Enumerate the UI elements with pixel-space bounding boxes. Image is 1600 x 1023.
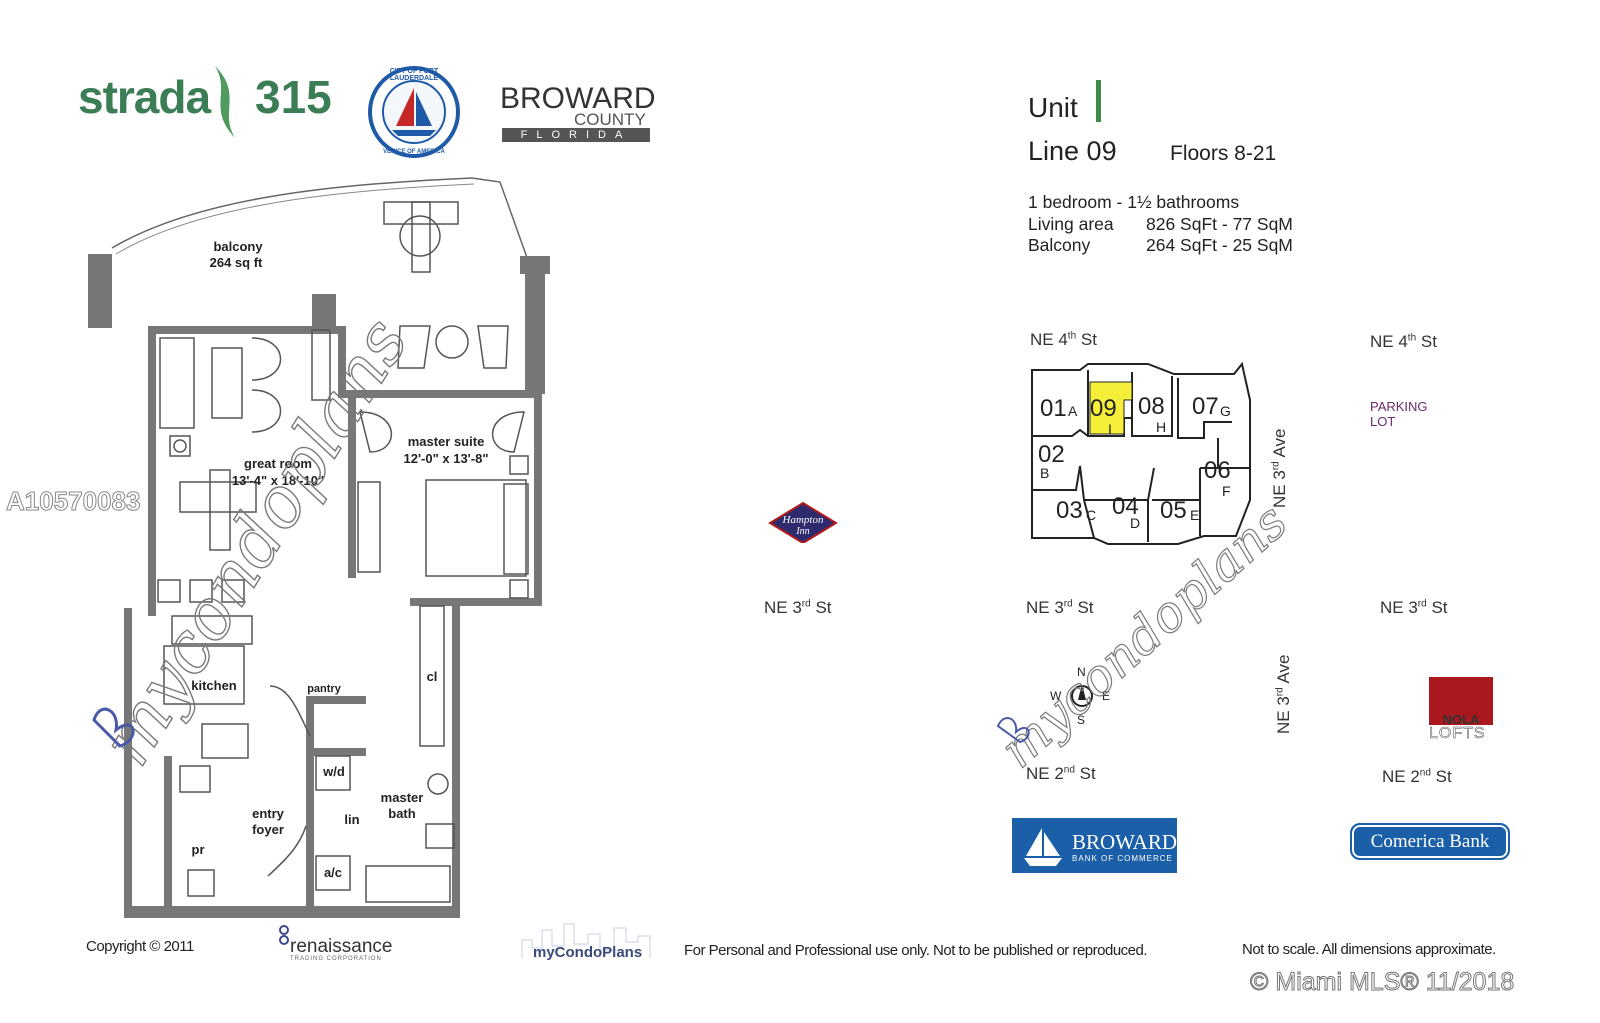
compass-n: N	[1077, 665, 1086, 679]
street-ne2-right: NE 2nd St	[1382, 767, 1452, 786]
unit-letter-f: F	[1222, 483, 1231, 499]
unit-letter-bar	[1096, 80, 1101, 122]
label-master-bath-1: master	[381, 790, 424, 805]
unit-letter-e: E	[1190, 507, 1199, 523]
label-balcony-size: 264 sq ft	[210, 255, 263, 270]
nola-text: NOLA	[1442, 712, 1480, 727]
unit-label: Unit	[1028, 92, 1078, 123]
renaissance-subtext: TRADING CORPORATION	[290, 956, 382, 962]
compass-s: S	[1077, 713, 1085, 727]
label-entry-2: foyer	[252, 822, 284, 837]
unit-02: 02	[1038, 441, 1065, 468]
label-master-bath-2: bath	[388, 806, 416, 821]
seal-bottom-text: VENICE OF AMERICA	[383, 149, 445, 155]
unit-letter-c: C	[1086, 507, 1096, 523]
hampton-text: Hampton	[782, 514, 824, 526]
unit-03: 03	[1056, 497, 1083, 524]
strada-swoosh-icon	[215, 66, 235, 138]
balcony-label: Balcony	[1028, 235, 1091, 255]
label-great-room: great room	[244, 456, 312, 471]
unit-specs: 1 bedroom - 1½ bathrooms Living area 826 …	[1028, 192, 1293, 257]
broward-county-logo: BROWARD COUNTY FLORIDA	[500, 82, 656, 144]
line-label: Line 09	[1028, 136, 1117, 166]
broward-county-text: COUNTY	[574, 110, 646, 129]
unit-07: 07	[1192, 393, 1219, 420]
scale-disclaimer: Not to scale. All dimensions approximate…	[1242, 941, 1496, 958]
unit-06: 06	[1204, 457, 1231, 484]
street-ne3-mid: NE 3rd St	[1026, 598, 1094, 617]
label-balcony: balcony	[213, 239, 263, 254]
label-kitchen: kitchen	[191, 678, 237, 693]
label-master-suite-size: 12'-0" x 13'-8"	[403, 451, 488, 466]
label-pantry: pantry	[307, 683, 342, 695]
bedrooms-text: 1 bedroom - 1½ bathrooms	[1028, 192, 1240, 212]
lofts-text: LOFTS	[1429, 725, 1486, 743]
label-entry-1: entry	[252, 806, 285, 821]
unit-04: 04	[1112, 493, 1139, 520]
broward-title: BROWARD	[500, 82, 656, 115]
broward-bank-logo: BROWARD BANK OF COMMERCE	[1012, 818, 1177, 873]
comerica-text: Comerica Bank	[1370, 831, 1490, 852]
label-powder-room: pr	[192, 842, 205, 857]
watermark-text-left: mycondoplans	[85, 304, 424, 779]
unit-letter-h: H	[1156, 419, 1166, 435]
hampton-inn-logo: Hampton Inn	[768, 501, 838, 543]
living-area-label: Living area	[1028, 213, 1114, 234]
label-master-suite: master suite	[408, 434, 485, 449]
floors-label: Floors 8-21	[1170, 142, 1277, 165]
broward-bank-title: BROWARD	[1072, 830, 1178, 854]
watermark-text-right: mycondoplans	[990, 492, 1298, 778]
street-ne4-left: NE 4th St	[1030, 330, 1097, 349]
living-area-value: 826 SqFt - 77 SqM	[1146, 213, 1293, 234]
label-linen: lin	[344, 812, 359, 827]
unit-01: 01	[1040, 395, 1067, 422]
renaissance-icon	[279, 925, 289, 945]
unit-letter-i: I	[1108, 421, 1112, 437]
usage-disclaimer: For Personal and Professional use only. …	[684, 942, 1148, 959]
fort-lauderdale-seal: CITY OF FORT LAUDERDALE VENICE OF AMERIC…	[368, 66, 460, 158]
mycondoplans-watermark-left: mycondoplans	[84, 303, 425, 780]
seal-top-text: CITY OF FORT LAUDERDALE	[389, 68, 439, 82]
unit-letter-d: D	[1130, 515, 1140, 531]
skyline-icon	[521, 923, 651, 958]
unit-05: 05	[1160, 497, 1187, 524]
street-ne4-right: NE 4th St	[1370, 332, 1437, 351]
building-site-plan: 01 A 09 I 08 H 07 G 02 B 06 F 03 C 04 D …	[1031, 361, 1251, 545]
renaissance-logo: renaissance TRADING CORPORATION	[276, 924, 406, 964]
strada-logo-number: 315	[255, 71, 332, 123]
unit-letter-g: G	[1220, 403, 1231, 419]
unit-letter-b: B	[1040, 465, 1049, 481]
floor-plan: balcony 264 sq ft great room 13'-4" x 18…	[88, 177, 550, 918]
compass-e: E	[1102, 689, 1110, 703]
listing-id-watermark: A10570083	[5, 486, 141, 517]
label-ac: a/c	[324, 865, 342, 880]
inn-text: Inn	[795, 526, 809, 537]
nola-lofts-logo: NOLA LOFTS	[1429, 677, 1493, 743]
street-ne2-left: NE 2nd St	[1026, 764, 1096, 783]
compass-icon: N S E W	[1050, 665, 1110, 727]
label-great-room-size: 13'-4" x 18'-10"	[232, 473, 324, 488]
broward-state-text: FLORIDA	[502, 128, 650, 142]
sailboat-icon	[392, 88, 436, 136]
renaissance-text: renaissance	[290, 936, 393, 957]
strada-logo-text: strada	[78, 71, 211, 123]
street-ne3-left: NE 3rd St	[764, 598, 832, 617]
label-closet: cl	[427, 669, 438, 684]
street-ne3-right: NE 3rd St	[1380, 598, 1448, 617]
label-washer-dryer: w/d	[322, 764, 345, 779]
mycondoplans-footer-text: myCondoPlans	[533, 944, 643, 961]
broward-bank-subtitle: BANK OF COMMERCE	[1072, 854, 1173, 863]
unit-09: 09	[1090, 395, 1117, 422]
mycondoplans-watermark-right: mycondoplans	[990, 492, 1299, 780]
unit-letter-a: A	[1068, 403, 1078, 419]
comerica-bank-logo: Comerica Bank	[1350, 823, 1510, 860]
ship-icon	[1024, 828, 1062, 866]
compass-w: W	[1050, 689, 1062, 703]
unit-08: 08	[1138, 393, 1165, 420]
mls-watermark: © Miami MLS® 11/2018	[1249, 968, 1515, 997]
balcony-value: 264 SqFt - 25 SqM	[1146, 235, 1293, 255]
copyright-text: Copyright © 2011	[86, 938, 194, 955]
